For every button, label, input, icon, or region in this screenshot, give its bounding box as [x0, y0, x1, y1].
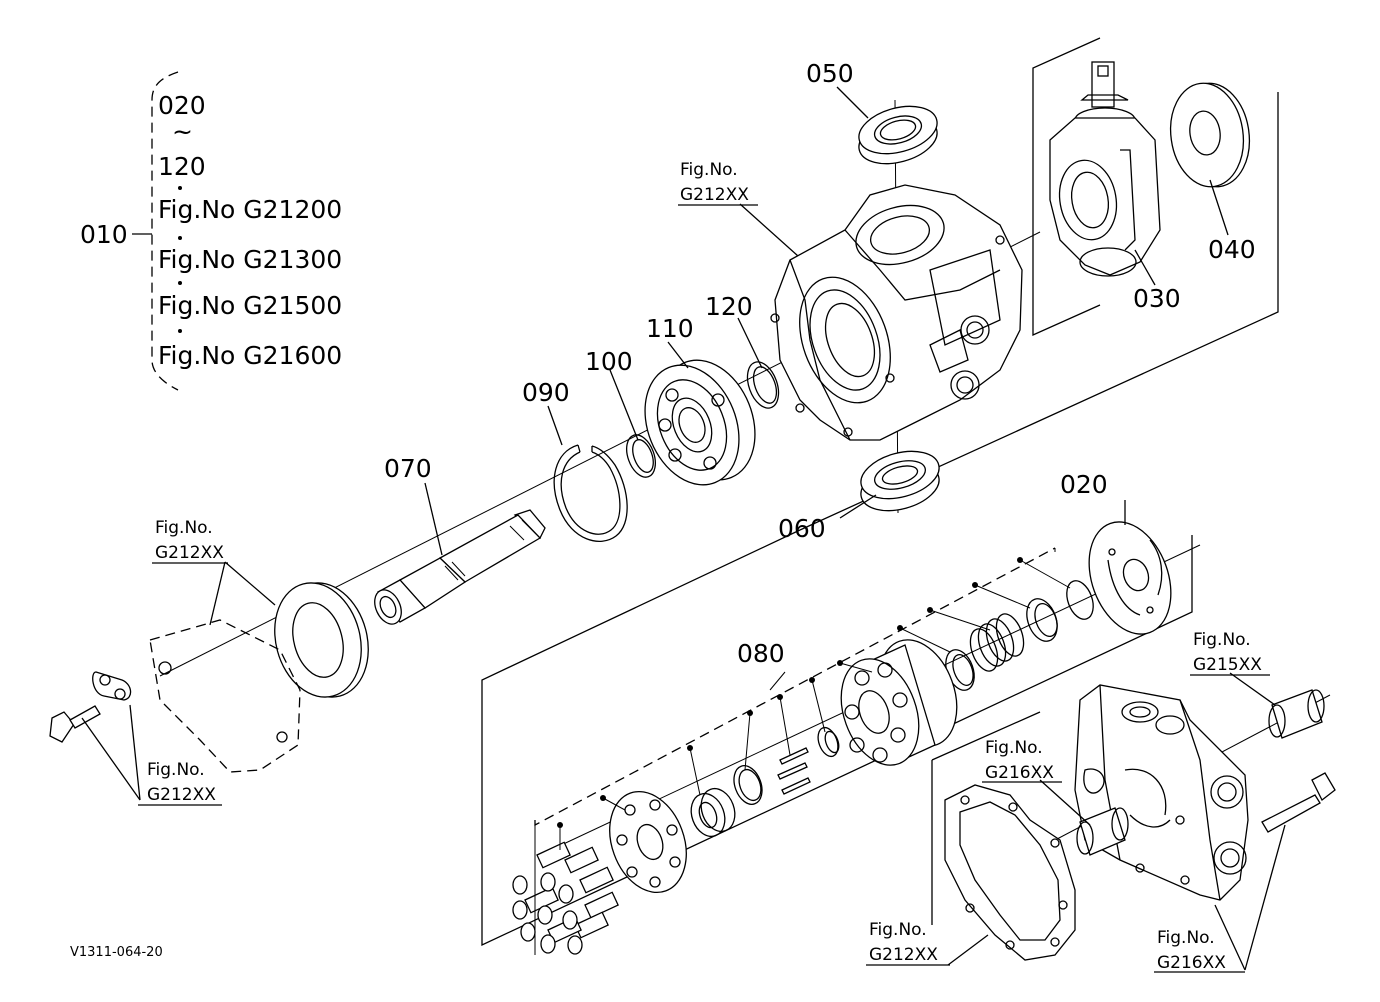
callout-020: 020: [1060, 470, 1108, 499]
legend-fig-ref-2: Fig.No G21300: [158, 245, 342, 274]
legend-bullet: [178, 329, 182, 333]
needle-bearing-right: [1268, 689, 1325, 739]
fig-ref-bolt-line1: Fig.No.: [147, 760, 205, 780]
fig-ref-cover: Fig.No. G212XX: [152, 518, 228, 564]
fig-ref-bearing-right-line2: G215XX: [1193, 655, 1262, 675]
part-030-trunnion: [1049, 61, 1161, 277]
part-050-bearing: [858, 105, 938, 165]
oil-seal-ring: [274, 582, 369, 698]
pump-housing: [770, 184, 1023, 441]
part-020-valve-plate: [1088, 521, 1172, 635]
part-110-ball-bearing: [644, 359, 756, 486]
piston-cluster: [512, 841, 619, 955]
legend-range-end: 120: [158, 152, 206, 181]
cylinder-block: [840, 639, 958, 766]
callout-110: 110: [646, 314, 694, 343]
legend-bullet: [178, 281, 182, 285]
legend-bullet: [178, 186, 182, 190]
fig-ref-bearing-right: Fig.No. G215XX: [1190, 630, 1270, 676]
assembly-frames: [481, 37, 1279, 947]
part-080-guide: [534, 547, 1071, 955]
legend-range-separator: ~: [172, 117, 193, 146]
end-cover-frame-top: [931, 711, 1041, 761]
legend-bullet: [178, 236, 182, 240]
fig-ref-end-cover: Fig.No. G216XX: [1154, 928, 1245, 973]
end-bolt: [1261, 772, 1336, 833]
legend-fig-ref-3: Fig.No G21500: [158, 291, 342, 320]
fig-ref-gasket-line1: Fig.No.: [869, 920, 927, 940]
fig-ref-gasket-line2: G212XX: [869, 945, 938, 965]
legend-group: 010 020 ~ 120 Fig.No G21200 Fig.No G2130…: [80, 71, 342, 391]
drawing-code: V1311-064-20: [70, 945, 163, 960]
part-120-snap-ring: [746, 361, 780, 409]
needle-bearing-center: [1076, 807, 1129, 856]
callout-050: 050: [806, 59, 854, 88]
gasket: [944, 784, 1076, 961]
callout-060: 060: [778, 514, 826, 543]
callout-030: 030: [1133, 284, 1181, 313]
legend-bracket: [151, 71, 179, 391]
callout-100: 100: [585, 347, 633, 376]
callout-120: 120: [705, 292, 753, 321]
bolt: [49, 705, 101, 743]
fig-ref-housing: Fig.No. G212XX: [678, 160, 758, 206]
washer-plate: [92, 671, 132, 701]
fig-ref-bearing-right-line1: Fig.No.: [1193, 630, 1251, 650]
fig-ref-valve-plate-line1: Fig.No.: [985, 738, 1043, 758]
fig-ref-gasket: Fig.No. G212XX: [866, 920, 950, 966]
legend-parent-number: 010: [80, 220, 128, 249]
fig-ref-valve-plate-line2: G216XX: [985, 763, 1054, 783]
fig-ref-valve-plate: Fig.No. G216XX: [982, 738, 1062, 783]
fig-ref-bolt: Fig.No. G212XX: [138, 760, 222, 806]
leader-lines: [81, 86, 1286, 971]
cover-plate: [149, 619, 301, 773]
lower-assembly-frame: [481, 529, 1193, 947]
fig-ref-end-cover-line2: G216XX: [1157, 953, 1226, 973]
callout-040: 040: [1208, 235, 1256, 264]
part-060-bearing: [860, 450, 940, 512]
upper-assembly-frame: [799, 92, 1279, 531]
small-ring-and-pins: [690, 726, 840, 838]
callout-090: 090: [522, 378, 570, 407]
end-cover: [1074, 684, 1249, 901]
fig-ref-cover-line1: Fig.No.: [155, 518, 213, 538]
legend-fig-ref-4: Fig.No G21600: [158, 341, 342, 370]
part-070-shaft: [374, 509, 546, 625]
fig-ref-end-cover-line1: Fig.No.: [1157, 928, 1215, 948]
callout-070: 070: [384, 454, 432, 483]
fig-ref-housing-line1: Fig.No.: [680, 160, 738, 180]
part-100-snap-ring: [626, 434, 656, 478]
part-080-spring-set: [945, 580, 1094, 691]
fig-ref-bolt-line2: G212XX: [147, 785, 216, 805]
trunnion-frame: [1032, 37, 1101, 337]
retainer-plate: [609, 790, 687, 894]
part-090-circlip: [553, 444, 628, 542]
part-040-plate: [1169, 82, 1251, 188]
fig-ref-cover-line2: G212XX: [155, 543, 224, 563]
callout-080: 080: [737, 639, 785, 668]
legend-range-start: 020: [158, 91, 206, 120]
fig-ref-housing-line2: G212XX: [680, 185, 749, 205]
callouts: 050 060 030 040 020 070 080 090 100 110 …: [384, 59, 1256, 668]
legend-fig-ref-1: Fig.No G21200: [158, 195, 342, 224]
